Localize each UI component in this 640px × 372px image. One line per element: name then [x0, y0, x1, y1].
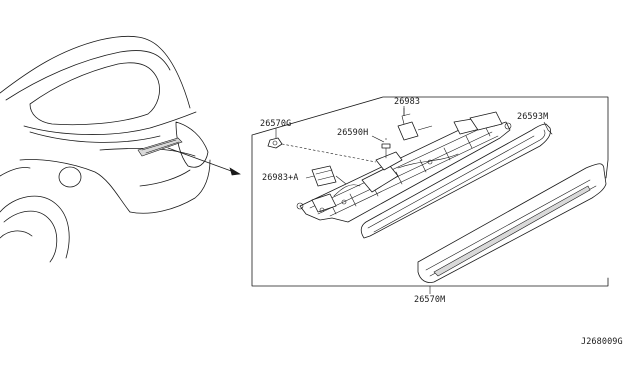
callout-26593M: 26593M — [517, 112, 548, 122]
rear-finisher — [417, 163, 607, 283]
screw-26590H — [381, 138, 391, 159]
leader-26593M — [543, 121, 549, 131]
vehicle-rear-view — [0, 35, 241, 263]
lamp-bracket — [296, 111, 512, 223]
callout-26570G: 26570G — [260, 119, 291, 129]
finisher-strip — [360, 123, 553, 239]
leader-26590H — [371, 135, 385, 143]
callout-26590H: 26590H — [337, 128, 368, 138]
leader-26983A — [305, 175, 315, 179]
assembly-frame — [251, 96, 609, 287]
callout-26983: 26983 — [394, 97, 420, 107]
clip-26983A — [311, 165, 347, 187]
clip-26983 — [397, 108, 433, 141]
callout-26983A: 26983+A — [262, 173, 299, 183]
drawing-code: J268009G — [581, 337, 623, 347]
nut-26570G — [267, 137, 377, 163]
callout-26570M: 26570M — [414, 295, 445, 305]
